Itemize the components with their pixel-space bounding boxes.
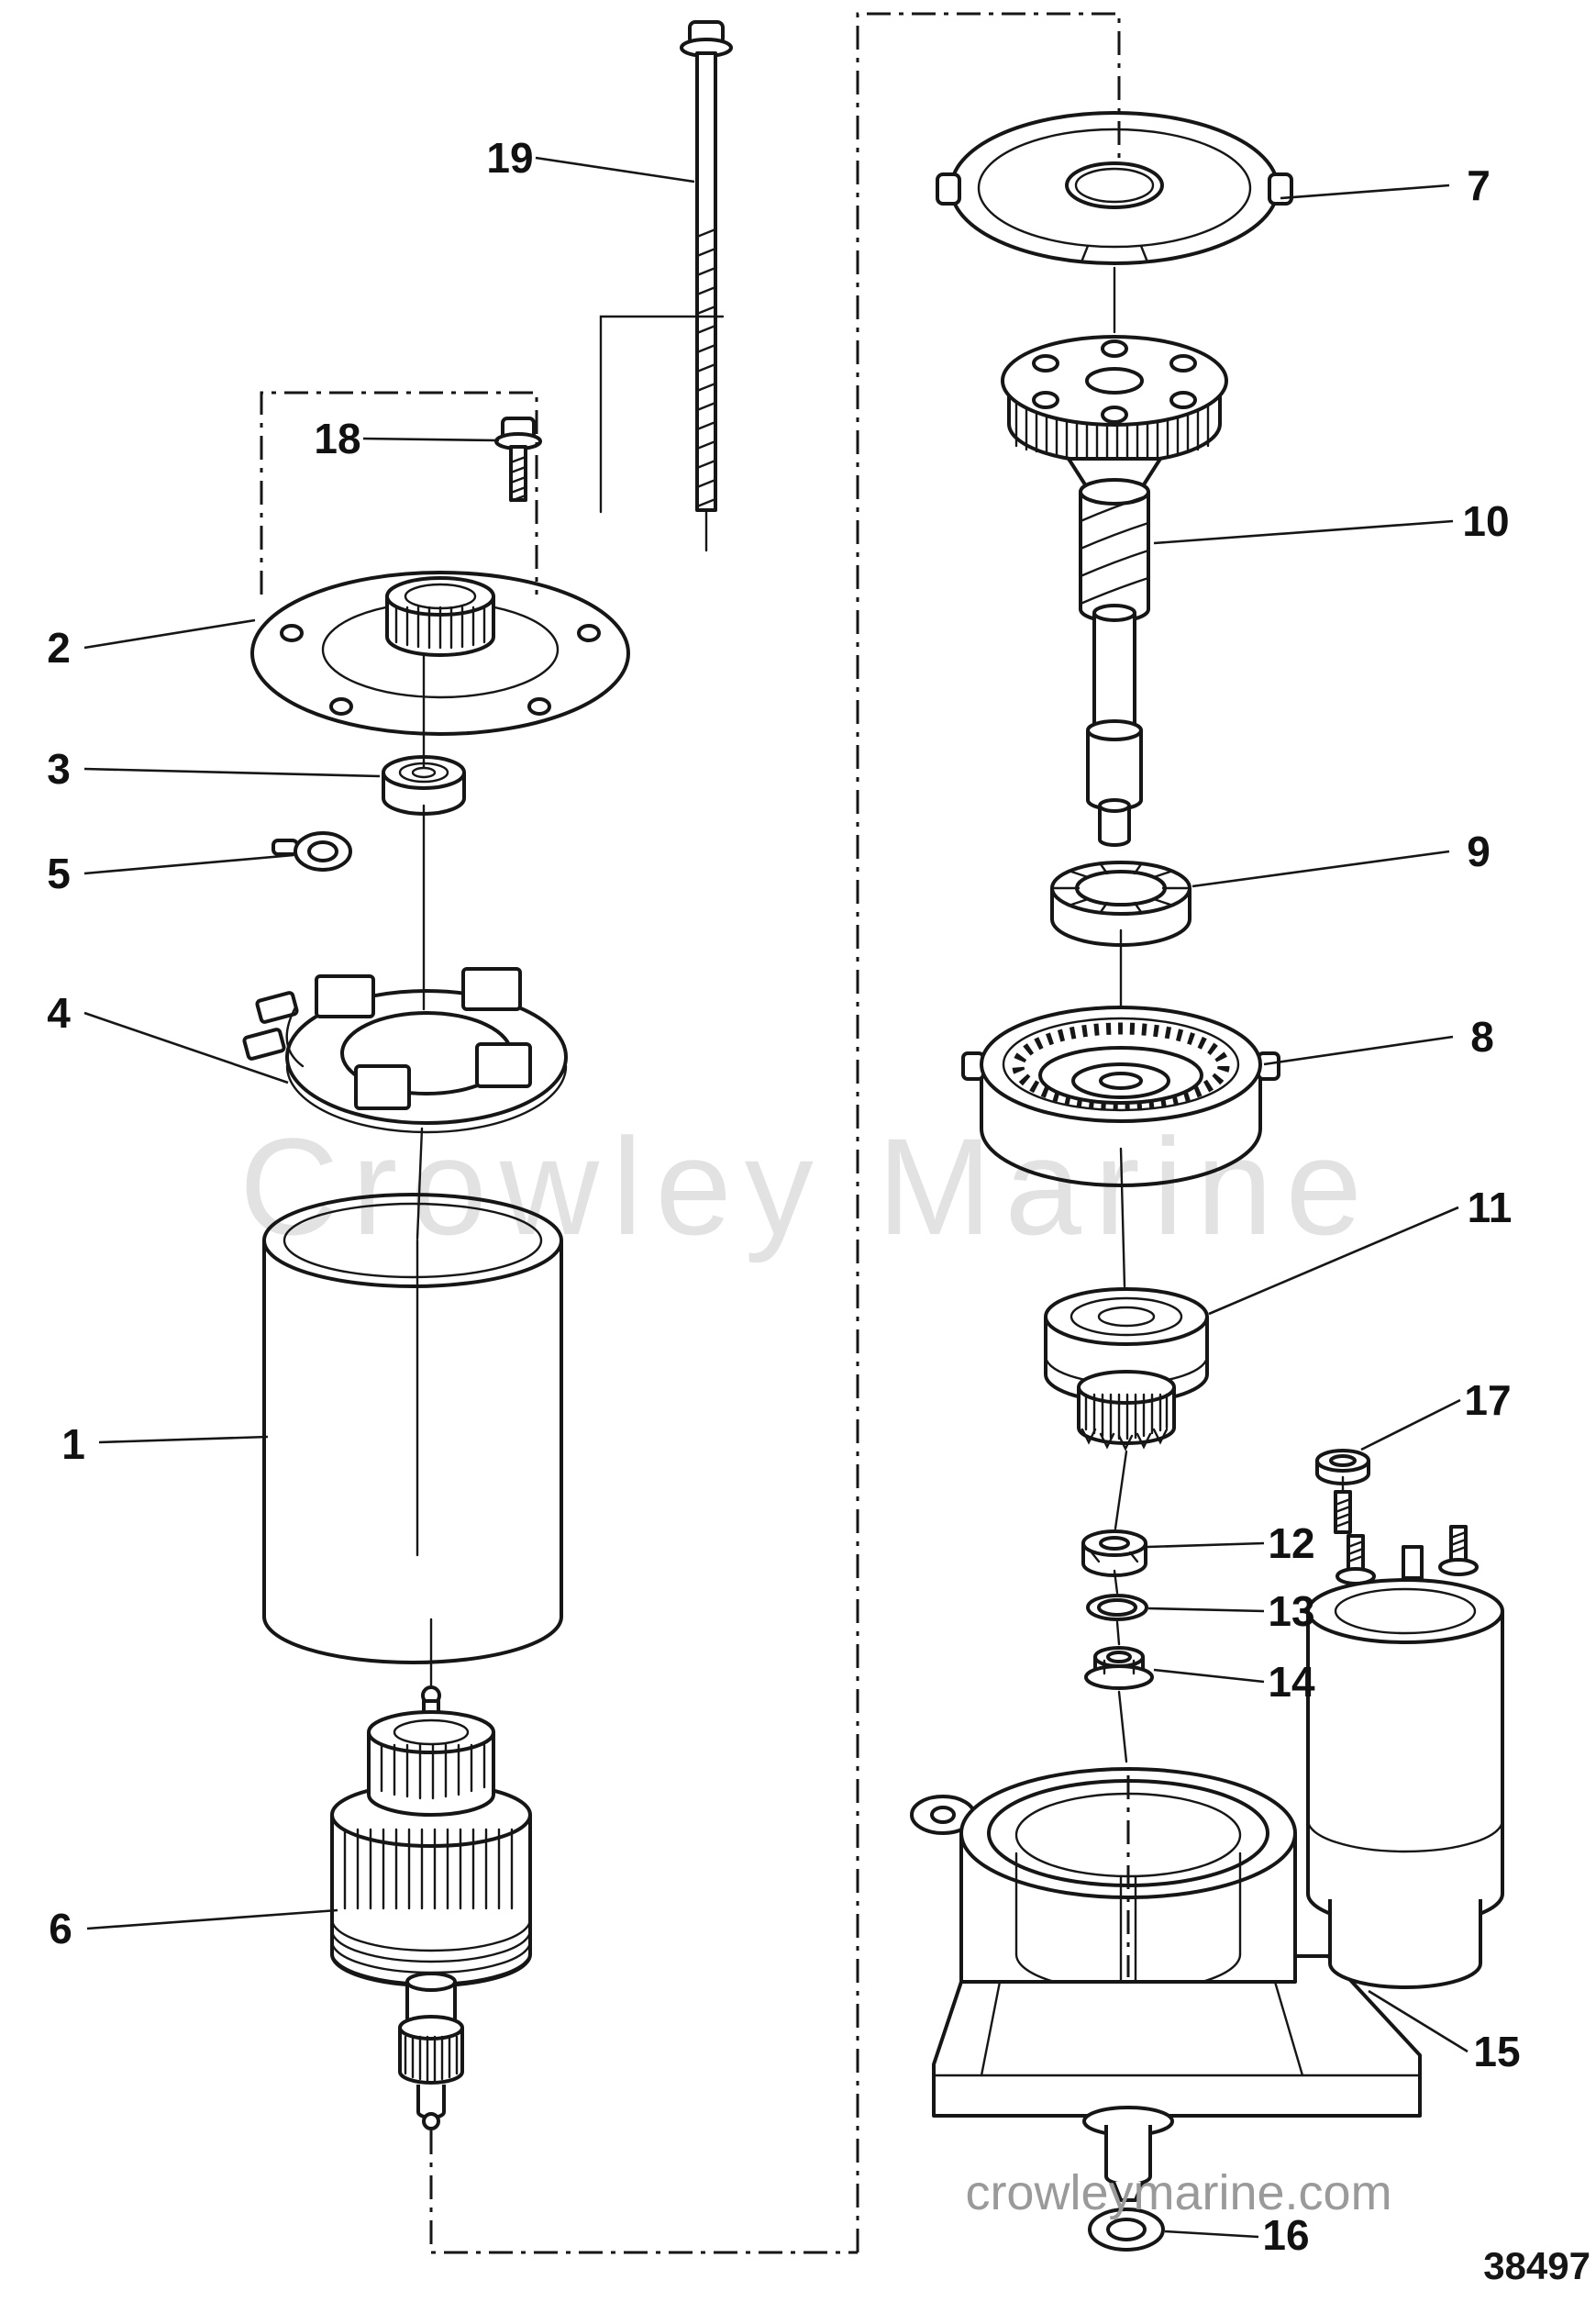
- callout-6: 6: [49, 1905, 338, 1952]
- callout-label-19: 19: [486, 134, 533, 182]
- callout-17: 17: [1360, 1376, 1512, 1451]
- callout-label-1: 1: [61, 1420, 85, 1468]
- axis-lines: [416, 266, 1345, 1763]
- assembly-center-lines: [260, 12, 1130, 2254]
- watermark-text: Crowley Marine: [239, 1109, 1375, 1263]
- callout-label-4: 4: [47, 989, 71, 1037]
- callout-label-17: 17: [1464, 1376, 1511, 1424]
- callout-5: 5: [47, 850, 294, 897]
- callout-7: 7: [1280, 161, 1491, 209]
- callout-1: 1: [61, 1420, 269, 1468]
- part-5-clip: [272, 831, 352, 872]
- callout-8: 8: [1263, 1013, 1494, 1066]
- callout-11: 11: [1208, 1184, 1513, 1316]
- callout-13: 13: [1147, 1587, 1315, 1635]
- drawing-number: 38497: [1483, 2244, 1590, 2287]
- callout-label-3: 3: [47, 745, 71, 793]
- part-14-nut: [1084, 1646, 1154, 1690]
- callout-19: 19: [486, 134, 695, 183]
- part-3-bearing: [382, 755, 466, 816]
- part-16-bushing: [1088, 2207, 1165, 2252]
- callout-12: 12: [1147, 1519, 1315, 1567]
- callout-16: 16: [1164, 2211, 1310, 2259]
- callout-18: 18: [314, 415, 500, 462]
- part-7-end-cap-ring: [936, 111, 1293, 265]
- callout-14: 14: [1153, 1658, 1315, 1706]
- part-1-frame: [262, 1193, 563, 1664]
- part-18-screw: [494, 417, 542, 503]
- callout-label-5: 5: [47, 850, 71, 897]
- callout-label-14: 14: [1268, 1658, 1315, 1706]
- callout-4: 4: [47, 989, 289, 1084]
- housing-shaft-stub: [1082, 2106, 1174, 2202]
- callout-label-16: 16: [1262, 2211, 1309, 2259]
- part-2-end-cap: [250, 571, 630, 736]
- part-17-nut: [1315, 1449, 1370, 1534]
- callout-9: 9: [1191, 828, 1491, 888]
- part-19-thru-bolt: [680, 20, 733, 512]
- part-11-drive-pinion: [1044, 1287, 1209, 1451]
- callout-10: 10: [1153, 497, 1510, 545]
- callout-label-12: 12: [1268, 1519, 1314, 1567]
- part-6-armature: [330, 1685, 532, 2130]
- part-13-washer: [1086, 1594, 1148, 1621]
- callout-label-2: 2: [47, 624, 71, 672]
- callout-label-7: 7: [1467, 161, 1491, 209]
- part-8-drive-housing-cup: [961, 1006, 1280, 1187]
- callout-2: 2: [47, 618, 256, 672]
- callout-label-10: 10: [1462, 497, 1509, 545]
- callout-label-18: 18: [314, 415, 360, 462]
- callout-label-15: 15: [1473, 2028, 1520, 2075]
- callout-label-11: 11: [1468, 1184, 1513, 1231]
- part-9-bushing: [1050, 861, 1191, 947]
- callout-label-13: 13: [1268, 1587, 1314, 1635]
- website-text: crowleymarine.com: [965, 2165, 1391, 2220]
- callout-15: 15: [1368, 1989, 1521, 2075]
- part-4-brush-holder: [242, 967, 568, 1134]
- callout-label-6: 6: [49, 1905, 72, 1952]
- part-10-drive-gear-shaft: [1001, 335, 1228, 847]
- part-12-spacer: [1081, 1529, 1147, 1577]
- callout-label-9: 9: [1467, 828, 1491, 875]
- callout-3: 3: [47, 745, 381, 793]
- solenoid: [1306, 1525, 1504, 1989]
- callout-label-8: 8: [1470, 1013, 1494, 1061]
